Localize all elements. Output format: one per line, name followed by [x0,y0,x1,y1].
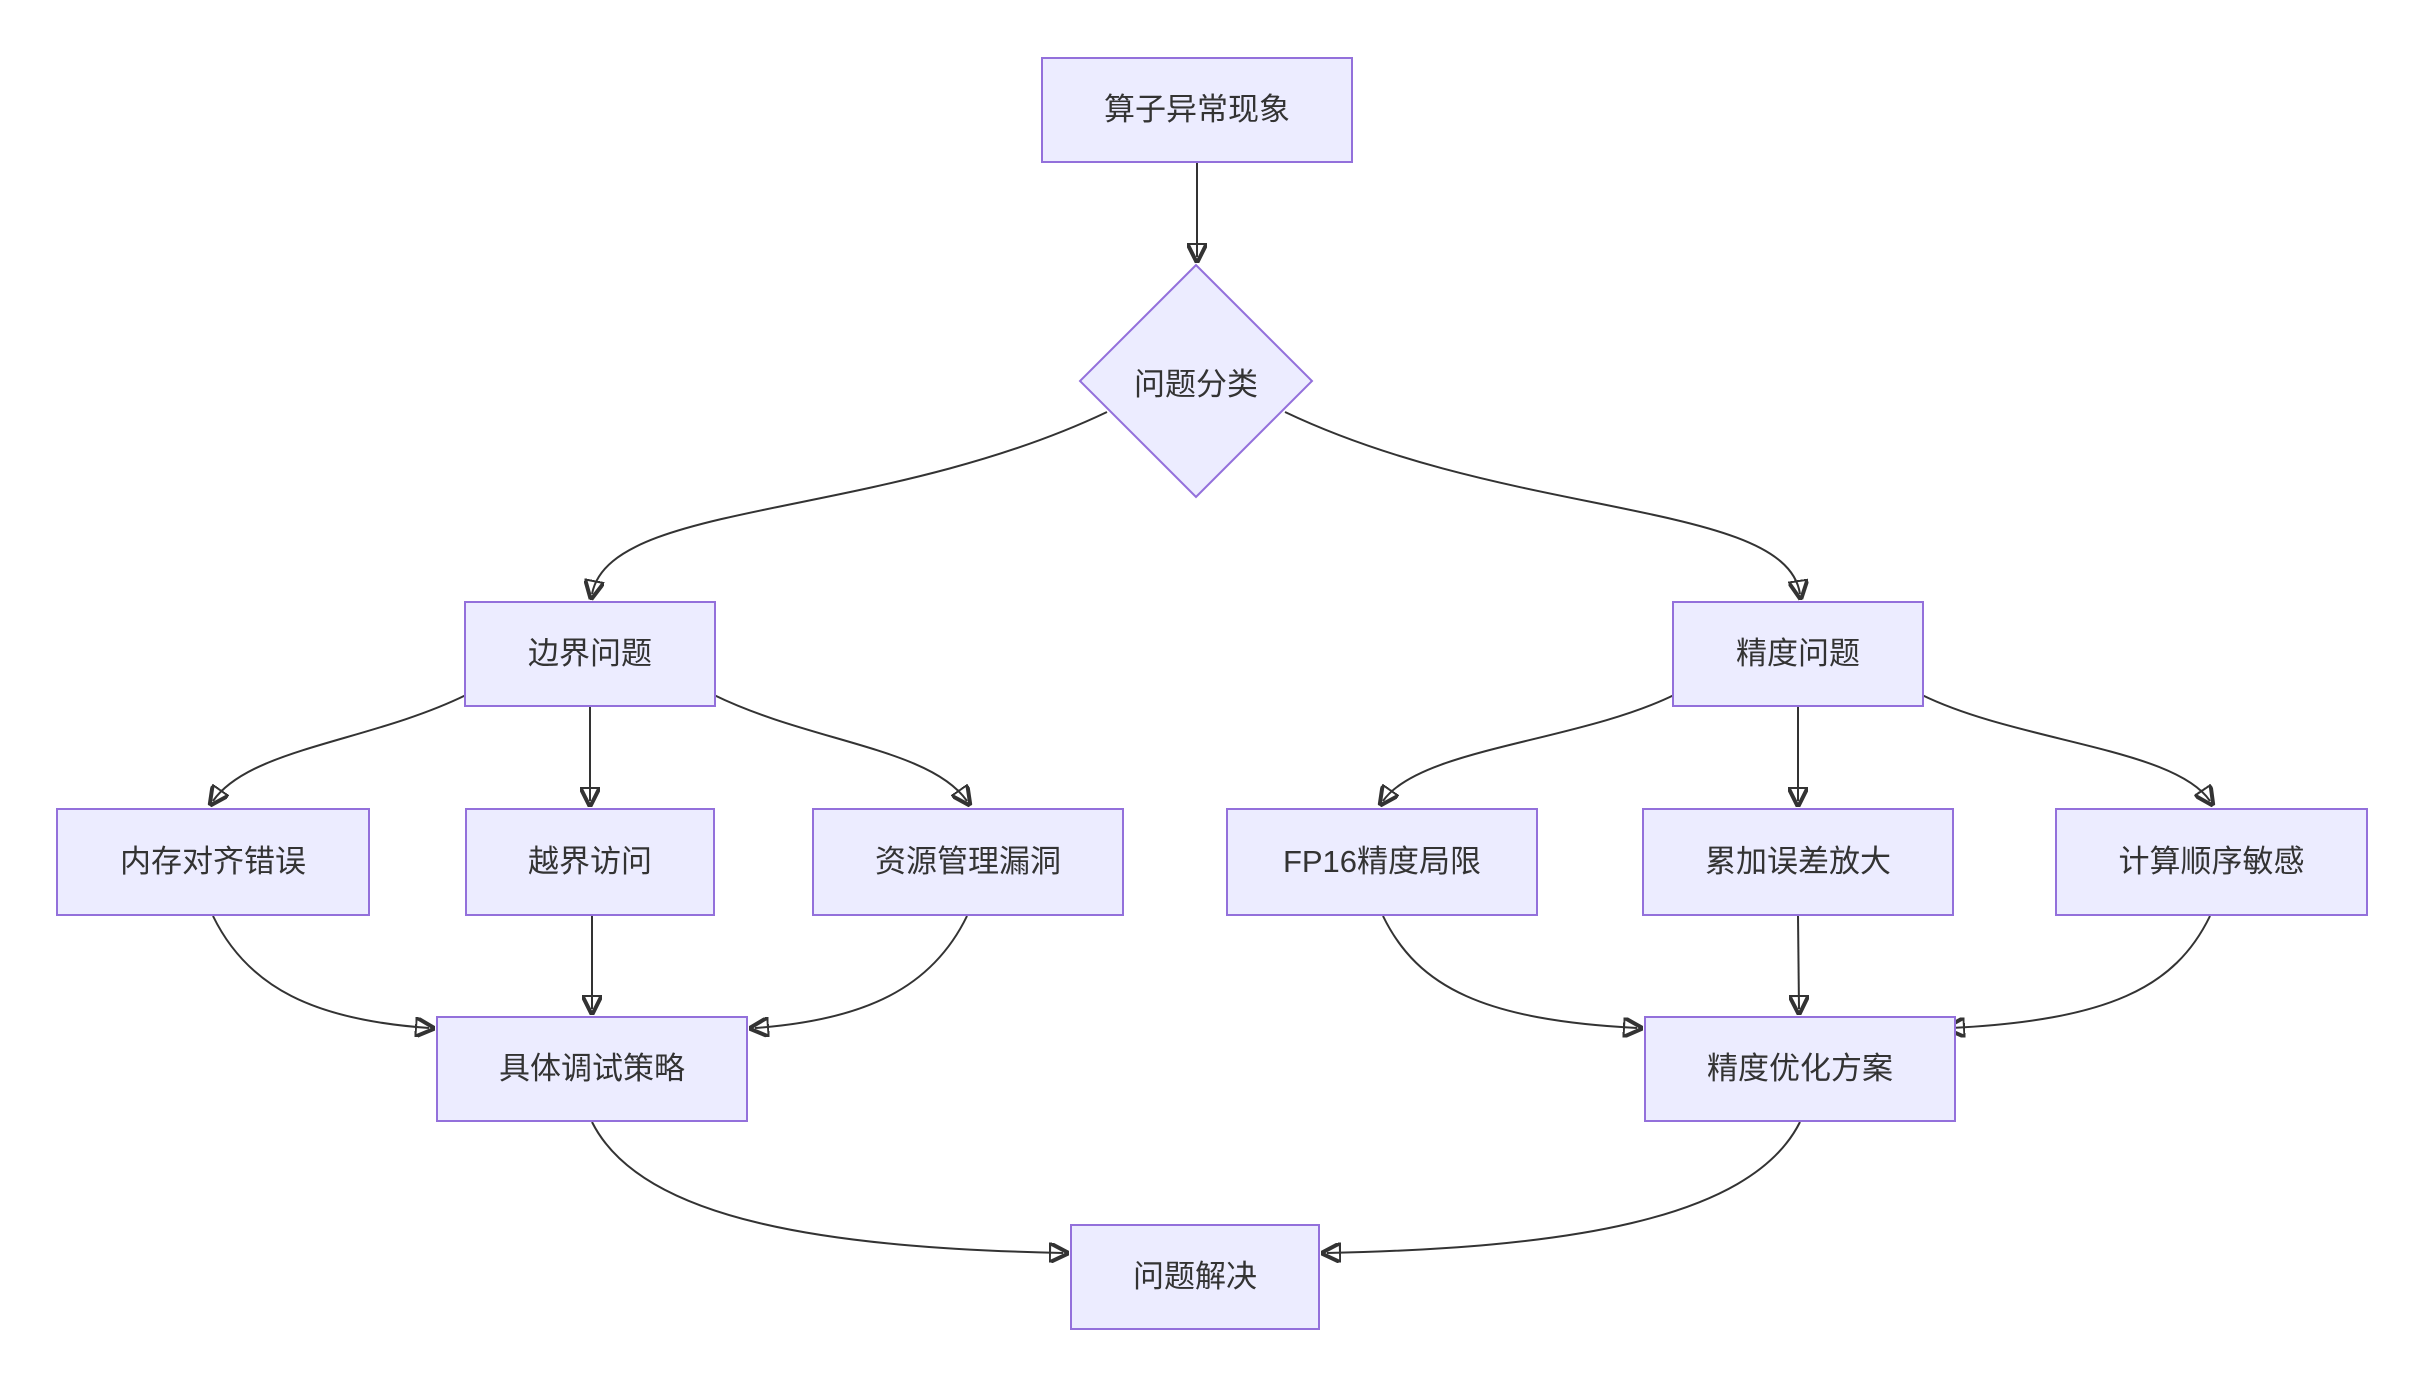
edge-debug-solved [591,1121,1063,1253]
edge-memalign-debug [212,915,429,1028]
edge-precision-fp16 [1383,694,1675,801]
edge-classify-precision [1284,411,1800,594]
edge-accum-optimize [1798,915,1799,1009]
edge-classify-boundary [592,411,1108,594]
node-problem-classification: 问题分类 [1078,263,1314,499]
node-problem-solved: 问题解决 [1070,1224,1320,1330]
node-fp16-precision-limit: FP16精度局限 [1226,808,1538,916]
node-debugging-strategy: 具体调试策略 [436,1016,748,1122]
node-memory-alignment-error: 内存对齐错误 [56,808,370,916]
node-operator-anomaly: 算子异常现象 [1041,57,1353,163]
node-computation-order-sensitivity-label: 计算顺序敏感 [2118,844,2305,880]
node-out-of-bounds-access: 越界访问 [465,808,715,916]
node-accumulation-error-amplification-label: 累加误差放大 [1705,844,1891,880]
node-problem-classification-label: 问题分类 [1134,366,1258,402]
node-fp16-precision-limit-label: FP16精度局限 [1282,844,1482,880]
node-resource-management-leak-label: 资源管理漏洞 [875,844,1061,880]
edge-resource-debug [755,915,968,1028]
node-out-of-bounds-access-label: 越界访问 [528,844,652,880]
node-precision-optimization-plan-label: 精度优化方案 [1707,1051,1893,1087]
node-precision-issues: 精度问题 [1672,601,1924,707]
edge-boundary-memalign [213,694,467,801]
node-precision-issues-label: 精度问题 [1736,636,1860,672]
edge-optimize-solved [1327,1121,1801,1253]
edge-precision-order [1921,694,2210,801]
node-boundary-issues-label: 边界问题 [528,636,652,672]
node-problem-solved-label: 问题解决 [1133,1259,1257,1295]
edge-boundary-resource [713,694,967,801]
node-precision-optimization-plan: 精度优化方案 [1644,1016,1956,1122]
node-accumulation-error-amplification: 累加误差放大 [1642,808,1954,916]
node-boundary-issues: 边界问题 [464,601,716,707]
node-operator-anomaly-label: 算子异常现象 [1104,92,1290,128]
node-debugging-strategy-label: 具体调试策略 [499,1051,685,1087]
edge-order-optimize [1951,915,2211,1028]
node-computation-order-sensitivity: 计算顺序敏感 [2055,808,2368,916]
edge-fp16-optimize [1382,915,1637,1028]
node-resource-management-leak: 资源管理漏洞 [812,808,1124,916]
node-memory-alignment-error-label: 内存对齐错误 [120,844,306,880]
